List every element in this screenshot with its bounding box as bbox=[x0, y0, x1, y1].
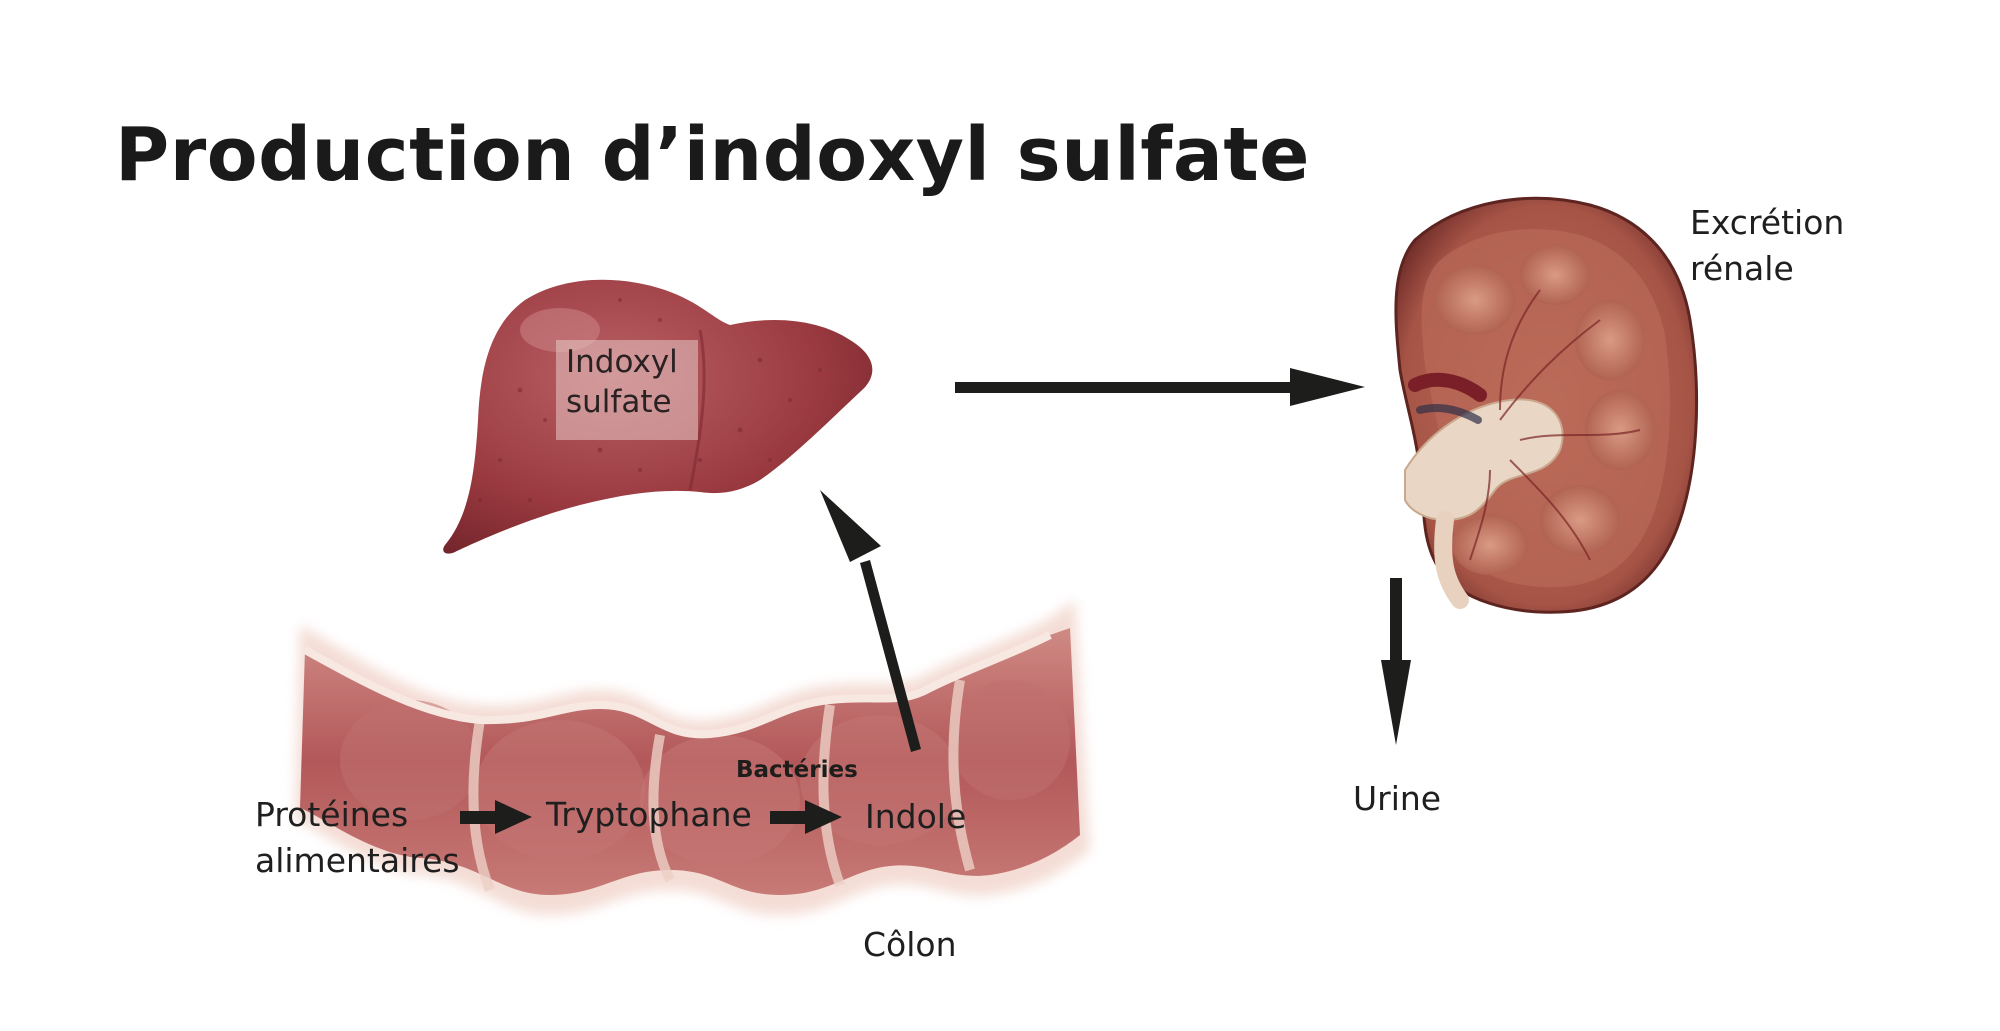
arrow-proteins-to-tryptophan bbox=[460, 800, 532, 834]
arrow-kidney-to-urine bbox=[1381, 578, 1411, 745]
kidney-label-line2: rénale bbox=[1690, 249, 1794, 288]
arrow-tryptophan-to-indole bbox=[770, 800, 842, 834]
liver-label: Indoxyl sulfate bbox=[566, 342, 678, 422]
kidney-label-line1: Excrétion bbox=[1690, 203, 1845, 242]
proteins-label-line1: Protéines bbox=[255, 795, 409, 834]
colon-illustration bbox=[295, 600, 1090, 915]
proteins-label: Protéines alimentaires bbox=[255, 792, 460, 884]
page-title: Production d’indoxyl sulfate bbox=[115, 112, 1310, 198]
liver-label-line1: Indoxyl bbox=[566, 344, 678, 380]
tryptophan-label: Tryptophane bbox=[546, 795, 752, 834]
flow-arrows bbox=[460, 368, 1411, 834]
urine-label: Urine bbox=[1353, 779, 1442, 818]
liver-label-box bbox=[556, 340, 698, 440]
kidney-illustration bbox=[1394, 196, 1699, 614]
indole-label: Indole bbox=[865, 797, 967, 836]
liver-label-line2: sulfate bbox=[566, 384, 672, 420]
arrow-indole-to-liver bbox=[820, 490, 921, 752]
kidney-label: Excrétion rénale bbox=[1690, 200, 1844, 292]
colon-label: Côlon bbox=[863, 925, 957, 964]
proteins-label-line2: alimentaires bbox=[255, 841, 460, 880]
bacteria-label: Bactéries bbox=[736, 757, 858, 783]
arrow-liver-to-kidney bbox=[955, 368, 1365, 406]
